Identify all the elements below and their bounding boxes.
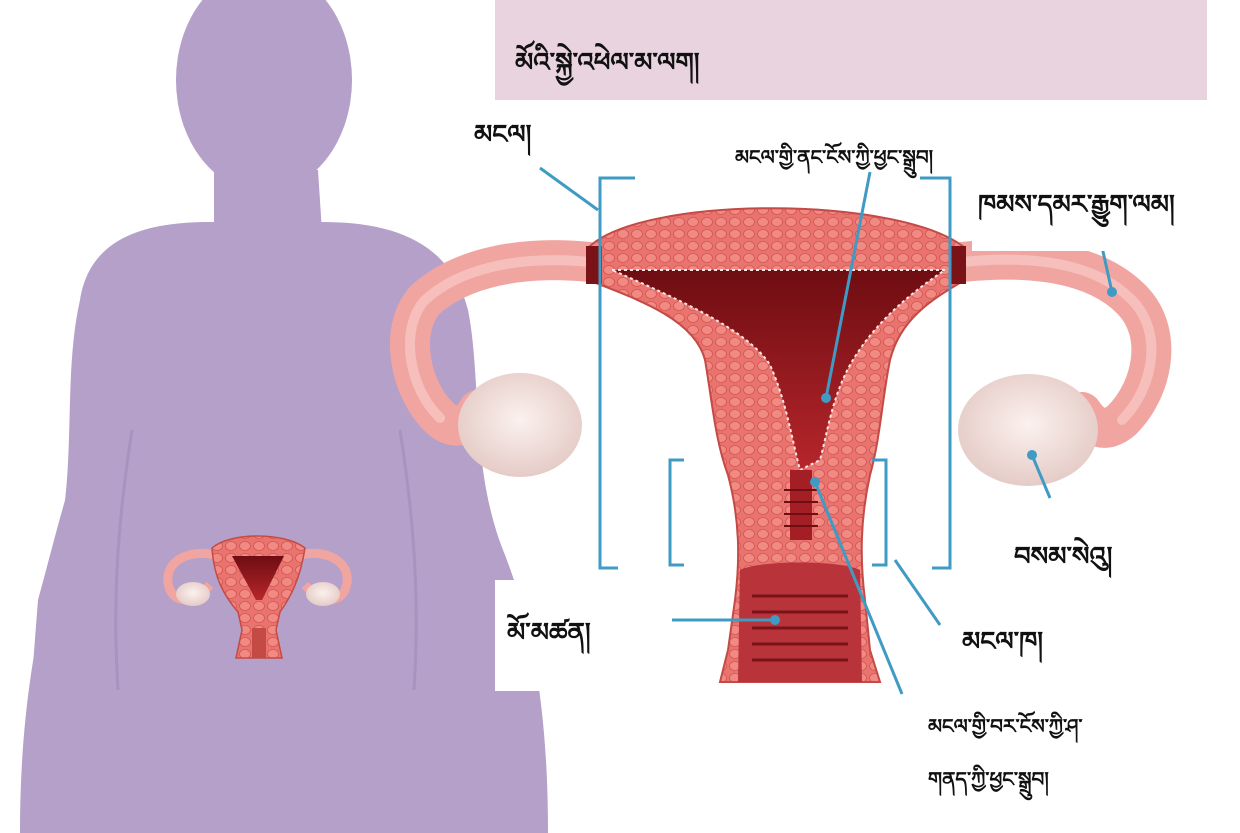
label-myometrium-line2: གནད་ཀྱི་ཕྱང་སྒྲུབ། bbox=[928, 757, 1049, 813]
diagram-title: མོའི་སྐྱེ་འཕེལ་མ་ལག། bbox=[515, 34, 700, 107]
label-vagina: མོ་མཚན། bbox=[495, 580, 619, 691]
label-endometrium: མངལ་གྱི་ནང་ངོས་ཀྱི་ཕྱང་སྒྲུབ། bbox=[735, 135, 933, 191]
label-myometrium-line1: མངལ་གྱི་བར་ངོས་ཀྱི་ཤ་ bbox=[928, 704, 1083, 760]
label-cervix: མངལ་ཁ། bbox=[944, 605, 1061, 694]
label-fallopian-tube: ཁམས་དམར་རྒྱུག་ལམ། bbox=[972, 174, 1181, 251]
label-uterus: མངལ། bbox=[474, 106, 531, 179]
title-banner: མོའི་སྐྱེ་འཕེལ་མ་ལག། bbox=[495, 0, 1207, 100]
label-ovary: བསམ་སེའུ། bbox=[994, 520, 1132, 609]
